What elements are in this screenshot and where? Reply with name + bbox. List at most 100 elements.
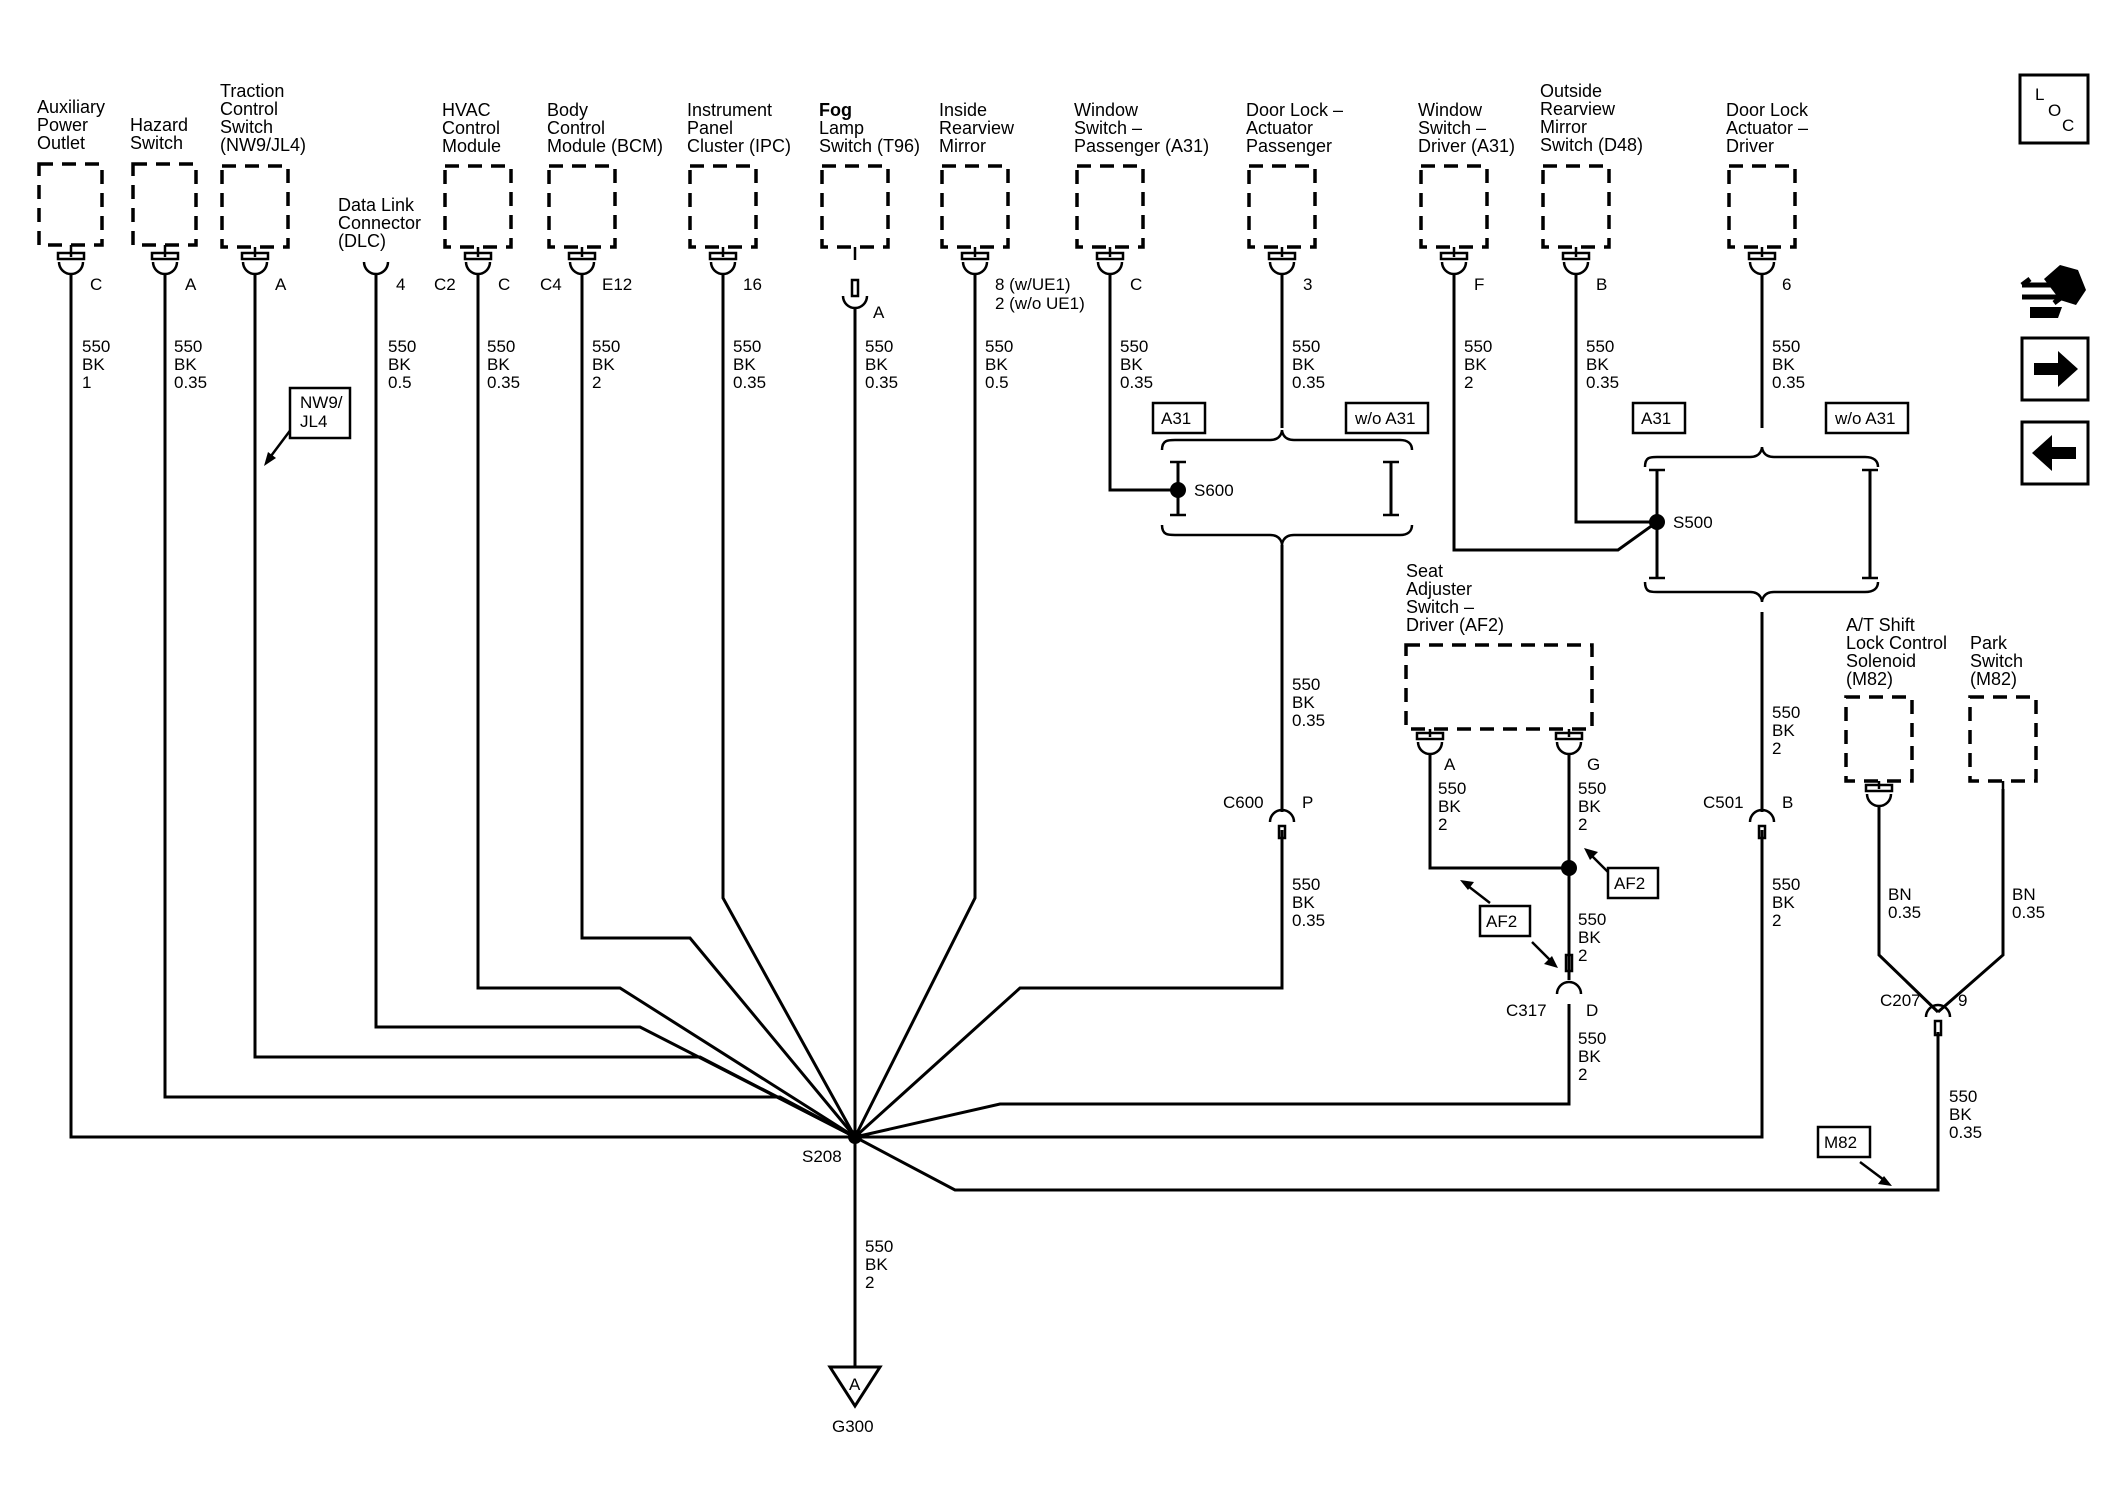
component-instrument-panel-cluster: Instrument Panel Cluster (IPC) [687, 100, 791, 249]
diagram-text: 550 [1464, 337, 1492, 356]
diagram-text: 550 [82, 337, 110, 356]
component-label: Mirror [939, 136, 986, 156]
component-label: Control [547, 118, 605, 138]
connector-label: C4 [540, 275, 562, 294]
pin-label: F [1474, 275, 1484, 294]
diagram-text: 0.35 [1949, 1123, 1982, 1142]
component-label: Switch [130, 133, 183, 153]
next-page-button[interactable] [2020, 336, 2090, 402]
diagram-text: Switch – [1406, 597, 1474, 617]
diagram-text: 2 [1464, 373, 1473, 392]
wire-c600 [853, 830, 1284, 1139]
diagram-text: 2 [1438, 815, 1447, 834]
wire-hvac [476, 274, 856, 1139]
diagram-text: BK [1464, 355, 1487, 374]
shift-lock-label: A/T Shift Lock Control Solenoid (M82) [1846, 615, 1947, 689]
component-label: Switch – [1418, 118, 1486, 138]
component-label: Door Lock [1726, 100, 1809, 120]
diagram-text: C501 [1703, 793, 1744, 812]
component-label: Inside [939, 100, 987, 120]
splice-s600-label: S600 [1194, 481, 1234, 500]
component-label: Connector [338, 213, 421, 233]
diagram-text: BK [1586, 355, 1609, 374]
diagram-text: 2 [1578, 1065, 1587, 1084]
wire-c501 [855, 830, 1764, 1139]
option-tag-wo-a31-pass: w/o A31 [1344, 401, 1430, 435]
shift-lock-box [1844, 695, 1914, 783]
component-label: Door Lock – [1246, 100, 1343, 120]
component-label: Hazard [130, 115, 188, 135]
loc-button[interactable]: L O C [2018, 73, 2090, 145]
component-label: Module [442, 136, 501, 156]
component-label: Switch (D48) [1540, 135, 1643, 155]
component-label: Panel [687, 118, 733, 138]
loc-letter: L [2035, 85, 2044, 104]
diagram-text: BK [1292, 355, 1315, 374]
component-label: Fog [819, 100, 852, 120]
splice-s600-dot [1170, 482, 1186, 498]
diagram-text: 550 [1120, 337, 1148, 356]
diagram-text: 550 [865, 337, 893, 356]
wire-c317 [854, 1004, 1571, 1139]
component-label: Switch [220, 117, 273, 137]
diagram-text: BK [1578, 797, 1601, 816]
diagram-text: BK [1578, 1047, 1601, 1066]
diagram-text: BK [1292, 893, 1315, 912]
pin-label: 4 [396, 275, 405, 294]
wire-bcm [580, 274, 857, 1138]
diagram-text: 9 [1958, 991, 1967, 1010]
diagram-text: JL4 [300, 412, 327, 431]
diagram-text: 550 [1772, 703, 1800, 722]
component-door-lock-actuator-passenger: Door Lock – Actuator Passenger [1246, 100, 1343, 249]
previous-page-button[interactable] [2020, 420, 2090, 486]
diagram-text: (M82) [1970, 669, 2017, 689]
option-tag-a31-pass: A31 [1151, 401, 1207, 435]
pin-label: 2 (w/o UE1) [995, 294, 1085, 313]
diagram-text: BK [1772, 721, 1795, 740]
diagram-text: 550 [1578, 1029, 1606, 1048]
component-door-lock-actuator-driver: Door Lock Actuator – Driver [1726, 100, 1809, 249]
ground-g300: A G300 [832, 1375, 874, 1436]
diagram-text: 2 [865, 1273, 874, 1292]
component-label: Window [1418, 100, 1483, 120]
diagram-text: D [1586, 1001, 1598, 1020]
diagram-text: 0.35 [1772, 373, 1805, 392]
diagram-text: A31 [1161, 409, 1191, 428]
component-label: (NW9/JL4) [220, 135, 306, 155]
diagram-text: BK [1292, 693, 1315, 712]
diagram-text: 550 [1292, 875, 1320, 894]
component-hvac-control-module: HVAC Control Module [442, 100, 513, 249]
wire-label-park: BN0.35 [2012, 885, 2045, 922]
diagram-text: 2 [1772, 911, 1781, 930]
diagram-text: 2 [1578, 815, 1587, 834]
pin-label: A [275, 275, 287, 294]
diagram-text: 550 [1578, 779, 1606, 798]
diagram-text: BN [2012, 885, 2036, 904]
pin-label: 16 [743, 275, 762, 294]
component-label: Cluster (IPC) [687, 136, 791, 156]
pin-label: 6 [1782, 275, 1791, 294]
diagram-text: 550 [1292, 337, 1320, 356]
component-label: Passenger [1246, 136, 1332, 156]
component-label: Window [1074, 100, 1139, 120]
diagram-text: Seat [1406, 561, 1443, 581]
diagram-text: 0.5 [985, 373, 1009, 392]
diagram-text: 0.35 [1586, 373, 1619, 392]
component-label: Rearview [1540, 99, 1616, 119]
pin-label: A [185, 275, 197, 294]
diagram-text: BK [985, 355, 1008, 374]
diagram-text: BK [1772, 893, 1795, 912]
connector-view-icon[interactable] [2020, 265, 2086, 318]
